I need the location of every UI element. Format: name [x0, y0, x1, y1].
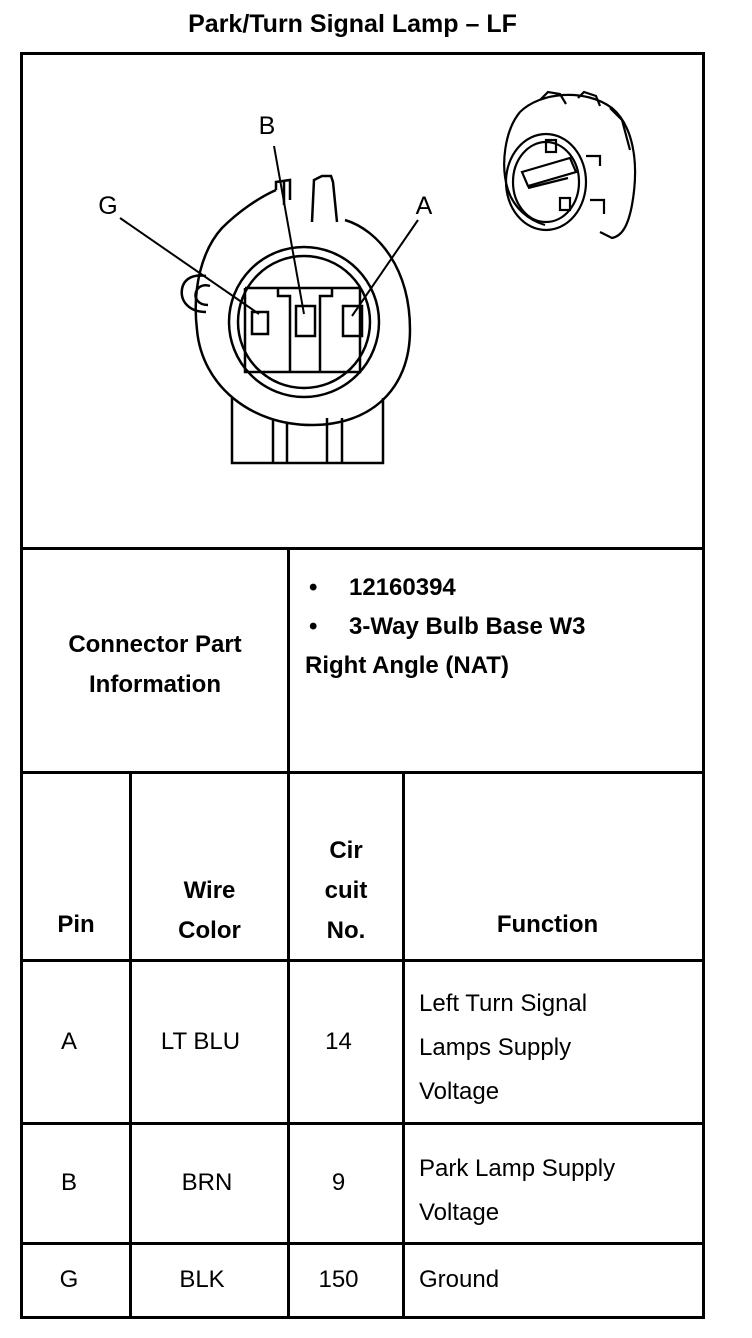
header-function: Function — [496, 911, 599, 938]
bullet-icon: • — [309, 574, 318, 601]
connector-info-label-line2: Information — [89, 671, 221, 698]
part-description-continuation: Right Angle (NAT) — [305, 652, 509, 679]
divider-col-pin — [129, 771, 132, 1319]
divider-info-bottom — [20, 771, 705, 774]
connector-face-icon — [180, 174, 412, 465]
part-list-item: • 3-Way Bulb Base W3 — [305, 607, 586, 646]
header-wire-line1: Wire — [183, 877, 236, 904]
divider-info-column — [287, 547, 290, 774]
row-a-function-line: Left Turn Signal — [419, 990, 588, 1017]
header-circuit-line1: Cir — [329, 837, 363, 864]
row-a-circuit: 14 — [325, 1028, 352, 1055]
row-a-wire-color: LT BLU — [160, 1028, 241, 1055]
row-g-wire-color: BLK — [179, 1266, 225, 1293]
connector-table-frame — [20, 52, 705, 1319]
row-b-pin: B — [60, 1169, 77, 1196]
header-pin: Pin — [57, 911, 95, 938]
connector-info-label: Connector Part Information — [23, 625, 287, 705]
connector-part-list: • 12160394 • 3-Way Bulb Base W3 Right Angl… — [305, 568, 586, 685]
pin-label-a: A — [416, 192, 433, 220]
divider-row-b-bottom — [20, 1242, 705, 1245]
pin-label-g: G — [98, 192, 117, 220]
row-b-function-line: Voltage — [419, 1199, 500, 1226]
row-g-pin: G — [59, 1266, 79, 1293]
header-circuit-line3: No. — [326, 917, 366, 944]
part-description: 3-Way Bulb Base W3 — [349, 613, 586, 640]
row-a-pin: A — [60, 1028, 77, 1055]
header-wire-line2: Color — [178, 917, 241, 944]
divider-col-circuit — [402, 771, 405, 1319]
row-b-function-line: Park Lamp Supply — [419, 1155, 616, 1182]
header-wire-color: Wire Color — [132, 871, 287, 951]
header-circuit-no: Cir cuit No. — [290, 831, 402, 951]
divider-header-bottom — [20, 959, 705, 962]
divider-diagram-bottom — [20, 547, 705, 550]
divider-row-a-bottom — [20, 1122, 705, 1125]
row-g-function: Ground — [419, 1266, 499, 1294]
connector-3d-view-icon — [503, 90, 637, 240]
row-b-function: Park Lamp Supply Voltage — [419, 1147, 615, 1235]
part-number: 12160394 — [349, 574, 456, 601]
page-title: Park/Turn Signal Lamp – LF — [188, 10, 517, 38]
divider-col-wire — [287, 771, 290, 1319]
row-a-function: Left Turn Signal Lamps Supply Voltage — [419, 982, 587, 1114]
connector-diagram: B G A — [98, 90, 637, 465]
row-g-circuit: 150 — [318, 1266, 359, 1293]
connector-info-label-line1: Connector Part — [68, 631, 242, 658]
row-b-wire-color: BRN — [181, 1169, 233, 1196]
pin-callout-lines — [119, 145, 419, 317]
row-a-function-line: Voltage — [419, 1078, 500, 1105]
row-a-function-line: Lamps Supply — [419, 1034, 572, 1061]
row-b-circuit: 9 — [331, 1169, 346, 1196]
row-g-function-line: Ground — [419, 1266, 500, 1293]
bullet-icon: • — [309, 613, 318, 640]
part-list-item: • 12160394 — [305, 568, 586, 607]
pin-label-b: B — [259, 112, 276, 140]
header-circuit-line2: cuit — [324, 877, 368, 904]
